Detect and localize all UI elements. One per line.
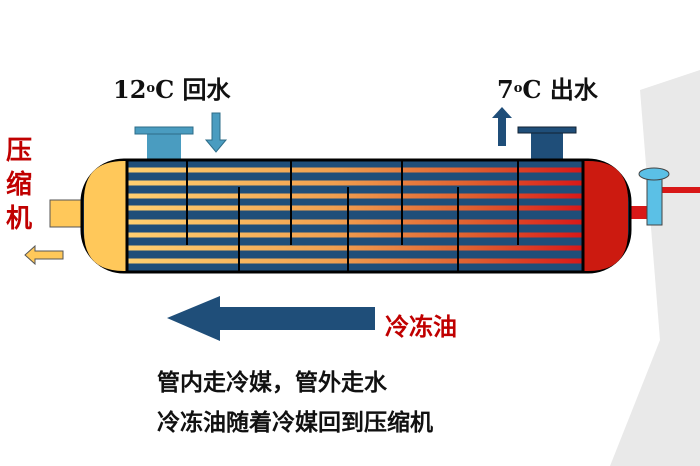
inlet-water-label: 12oC 回水 bbox=[113, 75, 231, 104]
outlet-nozzle-neck bbox=[531, 133, 563, 162]
tube bbox=[128, 167, 583, 173]
tube-bundle bbox=[128, 167, 583, 264]
up-arrow-icon bbox=[492, 107, 512, 146]
tube bbox=[128, 180, 583, 186]
compressor-label: 压缩机 bbox=[6, 136, 33, 234]
oil-flow-arrow bbox=[167, 296, 375, 341]
valve-stem bbox=[646, 177, 663, 226]
tube bbox=[128, 193, 583, 199]
inlet-nozzle-flange bbox=[134, 126, 194, 135]
baffles bbox=[186, 161, 519, 271]
valve-handle bbox=[638, 167, 670, 181]
down-arrow-icon bbox=[204, 112, 228, 153]
outlet-nozzle-flange bbox=[517, 126, 577, 134]
inlet-nozzle-neck bbox=[147, 134, 181, 162]
right-pipe-red bbox=[662, 187, 700, 193]
tube bbox=[128, 219, 583, 225]
right-head bbox=[583, 161, 628, 271]
compressor-outlet-stub bbox=[49, 199, 85, 228]
oil-label: 冷冻油 bbox=[385, 313, 457, 341]
background-watermark bbox=[610, 70, 700, 466]
left-arrow-icon bbox=[24, 244, 64, 266]
tube bbox=[128, 258, 583, 264]
left-head bbox=[84, 161, 127, 271]
tube bbox=[128, 232, 583, 238]
shell-outline bbox=[80, 158, 632, 274]
tube bbox=[128, 205, 583, 211]
caption-line-2: 冷冻油随着冷媒回到压缩机 bbox=[157, 410, 433, 436]
caption-line-1: 管内走冷媒，管外走水 bbox=[157, 370, 387, 396]
tube bbox=[128, 245, 583, 251]
right-stub bbox=[628, 206, 648, 219]
outlet-water-label: 7oC 出水 bbox=[497, 75, 598, 104]
